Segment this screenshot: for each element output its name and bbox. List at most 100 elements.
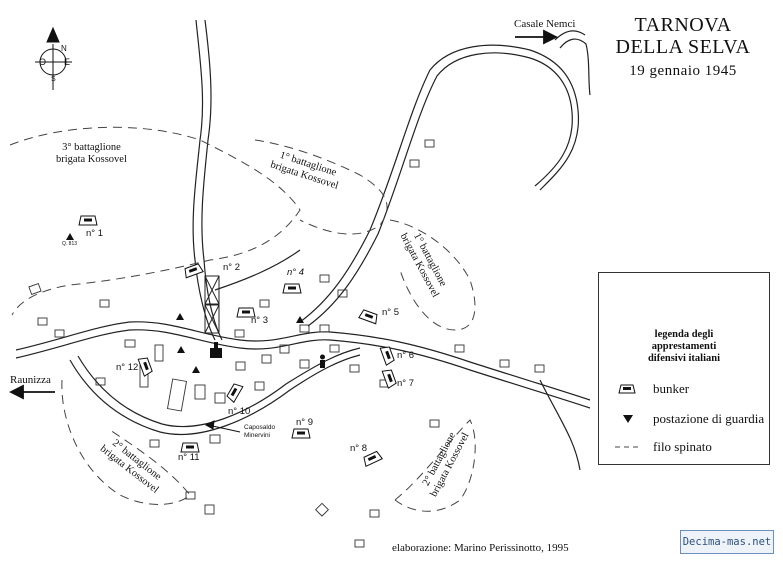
road-main-2 <box>15 329 591 409</box>
house <box>185 491 196 500</box>
road-north-2 <box>201 19 223 341</box>
house <box>209 434 221 444</box>
boundary-b1b <box>389 219 476 331</box>
bunker-icon <box>236 307 256 318</box>
bunker-label-9: n° 9 <box>296 417 314 428</box>
bunker-label-6: n° 6 <box>397 350 415 361</box>
bunker-icon <box>78 215 98 226</box>
house <box>234 329 245 338</box>
boundary-b1a <box>254 139 388 235</box>
legend-row-bunker: bunker <box>599 381 769 397</box>
house <box>424 139 435 148</box>
compass-s: S <box>51 76 56 83</box>
village-blocks <box>204 275 220 334</box>
bunker-icon <box>381 369 397 389</box>
road-casale-2 <box>559 38 591 96</box>
map-title: TARNOVA DELLA SELVA 19 gennaio 1945 <box>604 14 762 82</box>
legend: legenda degli apprestamenti difensivi it… <box>598 272 770 465</box>
house <box>204 504 215 515</box>
bunker-label-3: n° 3 <box>251 315 269 326</box>
title-line1: TARNOVA <box>634 14 732 36</box>
bunker-label-4: n° 4 <box>287 267 305 278</box>
title-date: 19 gennaio 1945 <box>629 63 737 79</box>
house <box>54 329 65 338</box>
arrows <box>8 29 559 400</box>
bunker-icon <box>363 450 384 468</box>
house <box>349 364 360 373</box>
bunker-icon <box>379 346 395 366</box>
bunker-label-10: n° 10 <box>228 406 251 417</box>
bunker-label-7: n° 7 <box>397 378 415 389</box>
house <box>149 439 160 448</box>
house <box>261 354 272 364</box>
house <box>254 381 265 391</box>
bunker-layer <box>78 215 397 468</box>
boundary-b2a <box>61 379 191 505</box>
legend-row-guard: postazione di guardia <box>599 411 769 427</box>
house <box>409 159 420 168</box>
house <box>95 377 106 386</box>
house <box>99 299 110 308</box>
house <box>279 344 290 354</box>
house <box>454 344 465 353</box>
house <box>354 539 365 548</box>
compass-icon <box>35 26 72 90</box>
church-icon <box>210 342 222 358</box>
house <box>429 419 440 428</box>
house <box>337 289 348 298</box>
road-south <box>69 354 361 436</box>
house <box>235 361 246 371</box>
bunker-icon <box>184 263 204 279</box>
house <box>319 324 330 333</box>
bunker-icon <box>358 309 378 325</box>
bunker-label-1: n° 1 <box>86 228 104 239</box>
house <box>369 509 380 518</box>
bunker-label-2: n° 2 <box>223 262 241 273</box>
compass-o: O <box>39 57 47 67</box>
road-east <box>539 379 581 471</box>
guard-post-icon <box>623 415 633 423</box>
caposaldo-arrow <box>204 420 241 433</box>
barbed-wire-icon <box>615 446 641 448</box>
house <box>534 364 545 373</box>
bunker-icon <box>618 384 636 394</box>
house <box>319 274 330 283</box>
legend-bunker-text: bunker <box>653 381 690 396</box>
house <box>314 502 330 517</box>
bunker-icon <box>137 357 153 377</box>
legend-wire-text: filo spinato <box>653 439 712 454</box>
legend-heading: legenda degli apprestamenti difensivi it… <box>647 329 721 364</box>
house <box>166 378 188 412</box>
bunker-icon <box>291 428 311 439</box>
bunker-label-8: n° 8 <box>350 443 368 454</box>
road-ne-2 <box>307 52 573 327</box>
house <box>154 344 164 362</box>
road-south-2 <box>77 347 361 428</box>
title-line2: DELLA SELVA <box>615 36 751 58</box>
house <box>194 384 206 400</box>
label-casale-nemci: Casale Nemci <box>514 18 576 30</box>
boundary-b2b <box>394 419 476 512</box>
bunker-label-11: n° 11 <box>178 452 200 463</box>
road-ne <box>299 44 580 323</box>
bunker-icon <box>180 442 200 453</box>
road-casale <box>554 30 586 41</box>
house <box>329 344 340 353</box>
compass-n: N <box>61 44 67 53</box>
road-nw <box>214 249 301 291</box>
compass-e: E <box>64 57 71 67</box>
legend-guard-text: postazione di guardia <box>653 411 765 426</box>
road-north <box>192 19 216 341</box>
bunker-label-12: n° 12 <box>116 362 139 373</box>
spot-height: Q. 813 <box>62 241 78 247</box>
label-raunizza: Raunizza <box>10 374 51 386</box>
house <box>499 359 510 368</box>
monument-icon <box>320 354 325 368</box>
guard-posts <box>66 233 304 373</box>
house <box>124 339 136 348</box>
bunker-icon <box>282 283 302 294</box>
house <box>37 317 48 326</box>
